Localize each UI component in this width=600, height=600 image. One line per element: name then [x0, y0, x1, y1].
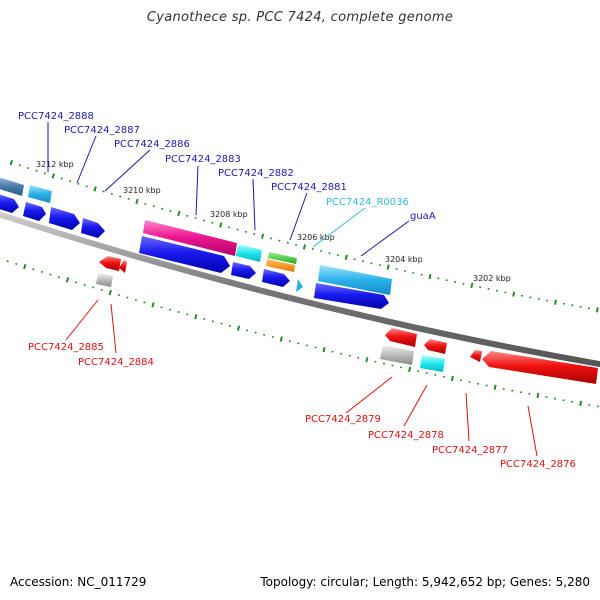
tick-mark-major — [151, 302, 155, 308]
gene-label-2877[interactable]: PCC7424_2877 — [432, 445, 508, 456]
gene-feature[interactable] — [262, 269, 290, 287]
gene-feature[interactable] — [139, 236, 230, 273]
tick-mark-major — [536, 392, 540, 399]
gene-labels: PCC7424_2888 PCC7424_2887 PCC7424_2886 P… — [18, 111, 576, 470]
tick-label-3202: 3202 kbp — [473, 274, 511, 283]
tick-mark-major — [93, 186, 97, 192]
gene-label-2887[interactable]: PCC7424_2887 — [64, 125, 140, 136]
gene-feature[interactable] — [99, 256, 121, 271]
tick-mark-major — [135, 198, 139, 205]
tick-mark-major — [428, 273, 432, 280]
gene-feature[interactable] — [49, 207, 80, 230]
gene-label-2876[interactable]: PCC7424_2876 — [500, 459, 576, 470]
gene-feature[interactable] — [314, 283, 389, 309]
leader-lines — [47, 122, 538, 457]
tick-mark-major — [65, 277, 70, 283]
gene-feature[interactable] — [482, 351, 598, 384]
gene-label-r0036[interactable]: PCC7424_R0036 — [326, 197, 409, 208]
gene-feature[interactable] — [236, 244, 262, 262]
tick-label-3208: 3208 kbp — [210, 210, 248, 219]
tick-mark-major — [365, 357, 369, 363]
tick-mark-major — [219, 222, 223, 228]
page-title: Cyanothece sp. PCC 7424, complete genome — [146, 10, 454, 25]
gene-feature[interactable] — [0, 194, 19, 213]
gene-feature[interactable] — [143, 220, 237, 256]
gene-label-2888[interactable]: PCC7424_2888 — [18, 111, 94, 122]
tick-mark-major — [9, 159, 14, 166]
gene-feature[interactable] — [0, 177, 24, 196]
gene-feature[interactable] — [380, 345, 414, 365]
tick-mark-major — [450, 375, 454, 382]
gene-feature[interactable] — [231, 262, 256, 279]
gene-feature[interactable] — [385, 328, 417, 347]
plus-strand-features — [0, 177, 392, 295]
gene-label-2885[interactable]: PCC7424_2885 — [28, 342, 104, 353]
tick-mark-major — [108, 289, 112, 296]
tick-mark-major — [493, 384, 497, 390]
tick-mark-major — [302, 244, 307, 250]
genome-summary-text: Topology: circular; Length: 5,942,652 bp… — [260, 575, 590, 589]
tick-mark-major — [595, 307, 599, 313]
gene-feature[interactable] — [119, 260, 127, 273]
tick-mark-major — [408, 366, 412, 372]
gene-feature[interactable] — [318, 265, 392, 295]
tick-mark-major — [51, 173, 55, 179]
gene-label-2878[interactable]: PCC7424_2878 — [368, 430, 444, 441]
kbp-labels: 3212 kbp 3210 kbp 3208 kbp 3206 kbp 3204… — [36, 160, 511, 283]
gene-feature[interactable] — [81, 218, 105, 238]
gene-label-guaa[interactable]: guaA — [410, 211, 436, 222]
tick-mark-major — [177, 210, 181, 217]
gene-label-2881[interactable]: PCC7424_2881 — [271, 182, 347, 193]
tick-mark-major — [322, 346, 326, 353]
tick-label-3210: 3210 kbp — [123, 186, 161, 195]
gene-label-2883[interactable]: PCC7424_2883 — [165, 154, 241, 165]
tick-mark-major — [23, 263, 27, 270]
gene-feature[interactable] — [268, 252, 297, 264]
gene-feature[interactable] — [96, 273, 113, 287]
tick-mark-major — [194, 314, 198, 320]
accession-text: Accession: NC_011729 — [10, 575, 147, 589]
tick-mark-major — [512, 291, 516, 297]
tick-mark-major — [579, 400, 583, 407]
genome-backbone — [0, 211, 600, 368]
gene-label-2882[interactable]: PCC7424_2882 — [218, 168, 294, 179]
tick-mark-major — [344, 254, 348, 260]
tick-mark-major — [279, 336, 283, 342]
gene-label-2879[interactable]: PCC7424_2879 — [305, 414, 381, 425]
tick-label-3212: 3212 kbp — [36, 160, 74, 169]
gene-feature[interactable] — [28, 185, 52, 203]
gene-feature[interactable] — [424, 339, 447, 354]
tick-mark-major — [260, 233, 265, 239]
gene-feature[interactable] — [266, 259, 295, 272]
tick-label-3204: 3204 kbp — [385, 255, 423, 264]
rna-feature[interactable] — [296, 279, 303, 292]
tick-mark-major — [236, 325, 241, 331]
gene-feature[interactable] — [470, 350, 482, 362]
tick-mark-major — [386, 264, 390, 270]
tick-row-inner — [0, 257, 599, 408]
minus-strand-features — [96, 256, 598, 384]
gene-feature[interactable] — [420, 355, 445, 372]
tick-mark-major — [470, 282, 474, 289]
gene-label-2884[interactable]: PCC7424_2884 — [78, 357, 154, 368]
gene-label-2886[interactable]: PCC7424_2886 — [114, 139, 190, 150]
tick-label-3206: 3206 kbp — [297, 233, 335, 242]
tick-mark-major — [554, 299, 557, 305]
gene-feature[interactable] — [23, 202, 46, 221]
plus-strand-arrows — [0, 194, 389, 309]
tick-row-outer — [9, 159, 599, 313]
